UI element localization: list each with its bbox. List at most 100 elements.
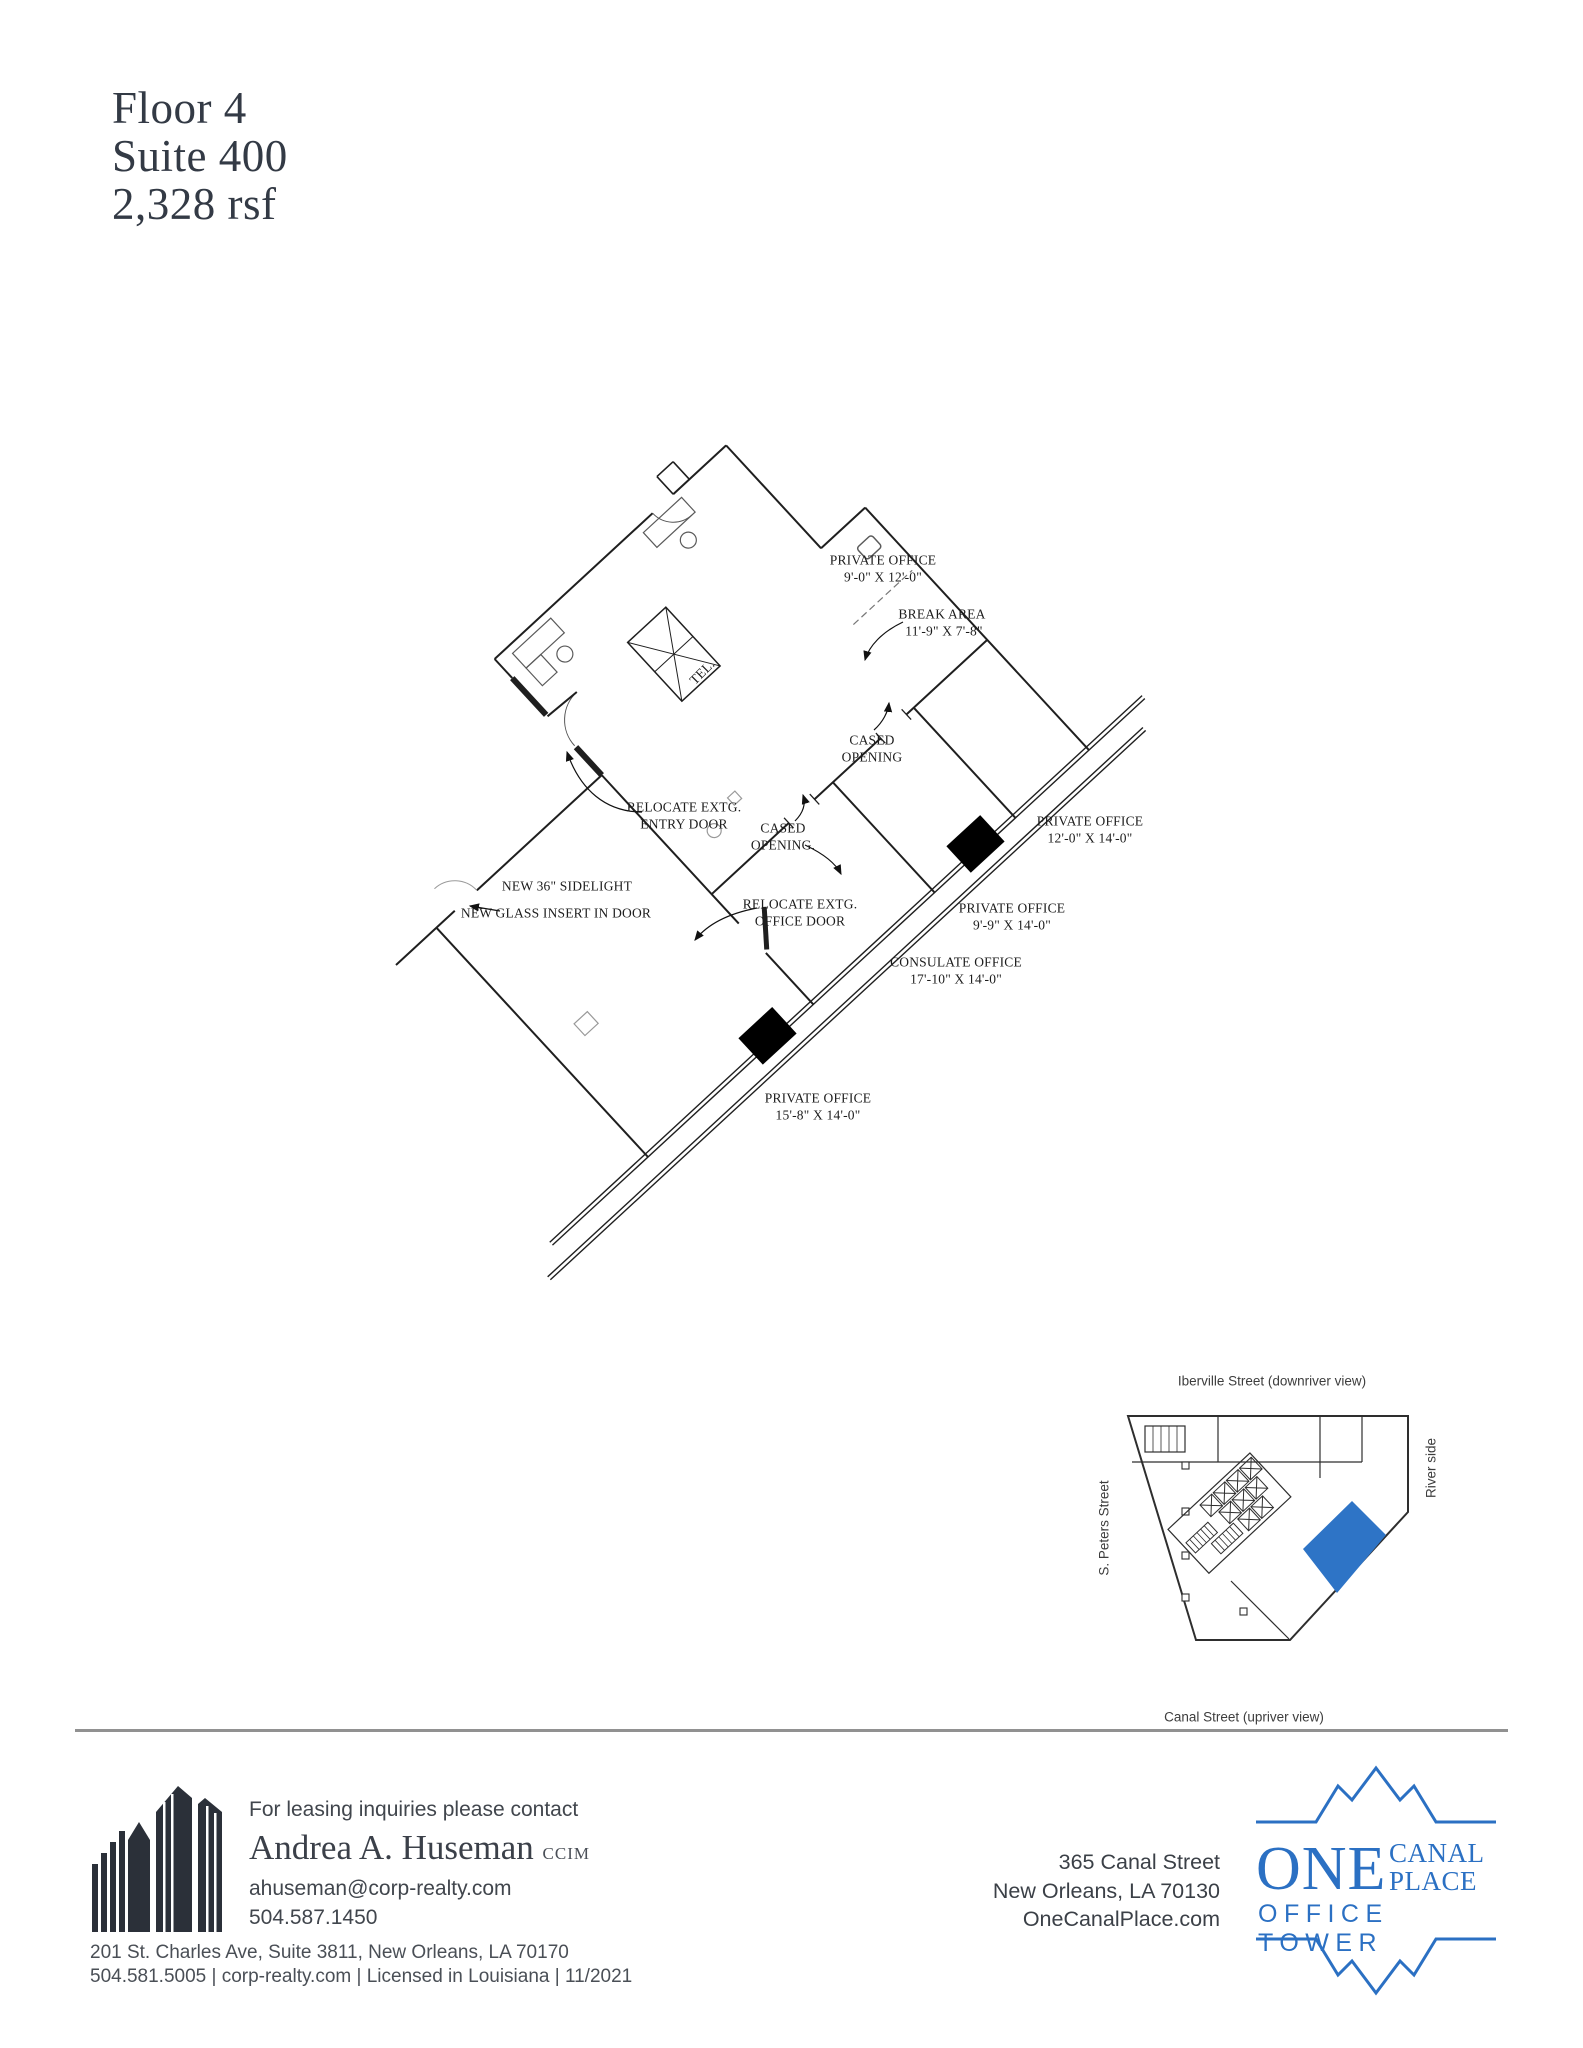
building-column bbox=[946, 815, 1005, 873]
keyplan-label-speters: S. Peters Street bbox=[1096, 1480, 1112, 1576]
leader-arrows bbox=[468, 621, 904, 941]
office-door-arrow bbox=[694, 907, 758, 941]
office-divider-wall bbox=[912, 707, 1017, 819]
title-floor: Floor 4 bbox=[112, 83, 247, 133]
break-area-arrow bbox=[863, 621, 904, 662]
key-plan-stair-treads bbox=[1152, 1426, 1178, 1452]
keyplan-label-riverside: River side bbox=[1423, 1437, 1439, 1499]
vestibule-wall bbox=[493, 658, 513, 679]
top-office-door-arc bbox=[652, 512, 693, 523]
contact-name-text: Andrea A. Huseman bbox=[249, 1828, 534, 1867]
ocp-logo-ornaments bbox=[1256, 1765, 1496, 1996]
contact-email[interactable]: ahuseman@corp-realty.com bbox=[249, 1877, 512, 1900]
ocp-logo-office-tower: OFFICE TOWER bbox=[1258, 1900, 1389, 1957]
suite-left-wall bbox=[435, 927, 649, 1158]
plan-label-private-office-2: PRIVATE OFFICE bbox=[1036, 813, 1144, 829]
title-suite: Suite 400 bbox=[112, 131, 288, 181]
relocated-entry-door-arc bbox=[564, 691, 578, 747]
key-plan-suite-highlight bbox=[1303, 1501, 1386, 1593]
corridor-wall-line bbox=[549, 729, 1147, 1281]
core-outline bbox=[1167, 1452, 1292, 1575]
title-rsf: 2,328 rsf bbox=[112, 179, 277, 229]
contact-phone: 504.587.1450 bbox=[249, 1906, 378, 1929]
building-column bbox=[738, 1007, 797, 1065]
plan-label-new-sidelight: NEW 36" SIDELIGHT bbox=[501, 878, 633, 894]
plan-label-relocate-entry-l2: ENTRY DOOR bbox=[640, 816, 728, 832]
cased-opening-arrow bbox=[794, 793, 810, 822]
elevator-cells bbox=[1199, 1456, 1275, 1532]
plan-label-private-office-4: PRIVATE OFFICE bbox=[764, 1090, 872, 1106]
plan-label-cased-opening-2: CASED bbox=[760, 820, 806, 836]
plan-label-private-office-3-dims: 9'-9" X 14'-0" bbox=[973, 917, 1051, 933]
glass-insert-arrow bbox=[468, 903, 501, 912]
suite-right-wall bbox=[864, 506, 1090, 751]
break-sink bbox=[856, 535, 882, 560]
plan-label-relocate-entry: RELOCATE EXTG. bbox=[626, 799, 742, 815]
plan-label-private-office-1-dims: 9'-0" X 12'-0" bbox=[844, 569, 922, 585]
interior-wall bbox=[710, 639, 988, 895]
building-website[interactable]: OneCanalPlace.com bbox=[1022, 1907, 1220, 1931]
key-plan-corridor-line bbox=[1230, 1580, 1290, 1640]
plan-label-cased-opening-1-l2: OPENING bbox=[841, 749, 903, 765]
tel-closet-hatch bbox=[627, 607, 721, 702]
plan-label-break-area: BREAK AREA bbox=[898, 606, 986, 622]
relocated-entry-door-leaf bbox=[546, 691, 578, 718]
contact-name: Andrea A. Huseman CCIM bbox=[249, 1828, 590, 1868]
plan-label-new-glass-insert: NEW GLASS INSERT IN DOOR bbox=[460, 905, 652, 921]
chair bbox=[706, 822, 722, 839]
chair bbox=[573, 1010, 600, 1037]
key-plan-columns bbox=[1181, 1461, 1248, 1616]
chair bbox=[679, 531, 697, 549]
broker-address-line1: 201 St. Charles Ave, Suite 3811, New Orl… bbox=[90, 1942, 569, 1963]
suite-top-wall bbox=[493, 444, 727, 660]
corridor-wall-line bbox=[547, 726, 1144, 1278]
contact-block: For leasing inquiries please contact And… bbox=[249, 1798, 590, 1930]
key-plan-interior-walls bbox=[1132, 1416, 1363, 1478]
ocp-zigzag-bottom bbox=[1256, 1937, 1496, 1996]
top-door-stub bbox=[656, 461, 690, 495]
entry-jamb-wall bbox=[510, 676, 549, 717]
column-mark bbox=[1239, 1607, 1248, 1616]
cased-opening-arrow bbox=[873, 701, 893, 731]
plan-label-relocate-office: RELOCATE EXTG. bbox=[742, 896, 858, 912]
plan-label-break-area-dims: 11'-9" X 7'-8" bbox=[905, 623, 983, 639]
footer-divider bbox=[75, 1729, 1508, 1732]
corridor-wall-line bbox=[549, 695, 1143, 1243]
building-address-city: New Orleans, LA 70130 bbox=[992, 1878, 1220, 1903]
keyplan-label-canal: Canal Street (upriver view) bbox=[1164, 1709, 1324, 1725]
ocp-logo-canal: CANAL bbox=[1389, 1838, 1485, 1868]
key-plan-core bbox=[1167, 1452, 1292, 1575]
entry-door-swing-arc bbox=[434, 880, 478, 891]
office-divider-wall bbox=[832, 781, 936, 894]
break-counter-dashed bbox=[852, 569, 913, 626]
plan-label-cased-opening-1: CASED bbox=[849, 732, 895, 748]
column-mark bbox=[1181, 1507, 1190, 1516]
ocp-zigzag-top bbox=[1256, 1765, 1496, 1824]
corp-realty-logo bbox=[92, 1786, 222, 1932]
left-room-wall bbox=[601, 774, 815, 1006]
plan-label-consulate-office: CONSULATE OFFICE bbox=[890, 954, 1022, 970]
key-plan-stair bbox=[1144, 1425, 1186, 1453]
broker-address-block: 201 St. Charles Ave, Suite 3811, New Orl… bbox=[90, 1941, 632, 1989]
building-address-street: 365 Canal Street bbox=[1058, 1850, 1220, 1874]
ocp-logo-one: ONE bbox=[1256, 1835, 1387, 1903]
key-plan-group bbox=[1126, 1415, 1409, 1641]
plan-label-consulate-office-dims: 17'-10" X 14'-0" bbox=[910, 971, 1002, 987]
entry-door-arrow bbox=[565, 750, 643, 813]
suite-upper-left-wall bbox=[395, 774, 603, 966]
page-title: Floor 4 Suite 400 2,328 rsf bbox=[112, 84, 288, 228]
break-area-wall bbox=[820, 506, 866, 550]
plan-label-private-office-3: PRIVATE OFFICE bbox=[958, 900, 1066, 916]
relocated-office-door-leaf bbox=[761, 906, 770, 950]
suite-plan-group bbox=[395, 444, 1147, 1281]
plan-label-cased-opening-2-l2: OPENING. bbox=[750, 837, 816, 853]
core-stairs bbox=[1185, 1521, 1244, 1555]
suite-right-top-wall bbox=[725, 444, 822, 549]
contact-intro: For leasing inquiries please contact bbox=[249, 1798, 579, 1821]
ocp-logo-place: PLACE bbox=[1389, 1866, 1478, 1896]
entry-jamb-wall bbox=[573, 745, 604, 778]
cased-opening-jambs bbox=[783, 708, 912, 829]
corridor-wall-line bbox=[551, 698, 1146, 1246]
one-canal-place-logo: ONE CANAL PLACE OFFICE TOWER bbox=[1256, 1756, 1496, 2006]
